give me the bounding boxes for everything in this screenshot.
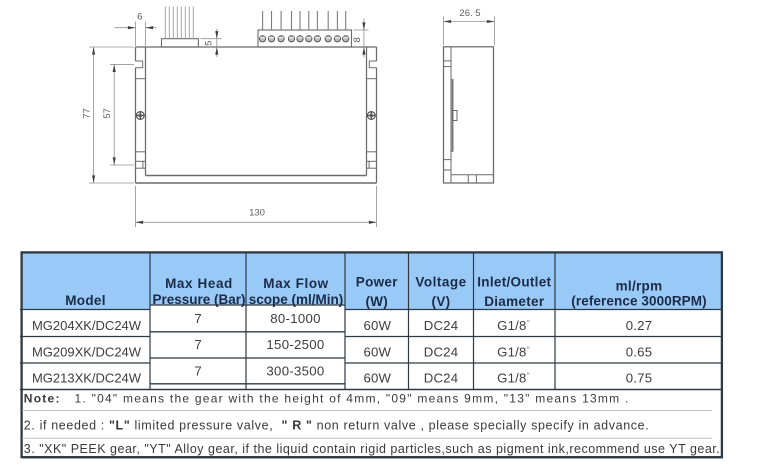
svg-text:26. 5: 26. 5 [459, 8, 480, 19]
svg-text:Max Head: Max Head [165, 276, 233, 291]
svg-text:MG204XK/DC24W: MG204XK/DC24W [32, 318, 142, 333]
svg-text:(reference 3000RPM): (reference 3000RPM) [571, 293, 706, 308]
svg-text:MG209XK/DC24W: MG209XK/DC24W [32, 344, 142, 359]
svg-text:7: 7 [194, 363, 201, 378]
svg-text:60W: 60W [363, 344, 391, 359]
svg-text:G1/8″: G1/8″ [497, 318, 530, 333]
svg-text:0.75: 0.75 [626, 371, 652, 386]
svg-text:Inlet/Outlet: Inlet/Outlet [477, 275, 551, 290]
svg-text:7: 7 [194, 311, 201, 326]
svg-text:Max Flow: Max Flow [263, 276, 329, 291]
svg-text:(W): (W) [365, 294, 388, 309]
svg-text:5: 5 [203, 41, 214, 46]
svg-text:MG213XK/DC24W: MG213XK/DC24W [32, 371, 142, 386]
svg-text:60W: 60W [363, 371, 391, 386]
svg-text:Diameter: Diameter [484, 294, 545, 309]
svg-text:130: 130 [249, 207, 265, 218]
svg-text:0.27: 0.27 [626, 318, 652, 333]
svg-text:0.65: 0.65 [626, 344, 652, 359]
svg-text:scope (ml/Min): scope (ml/Min) [249, 292, 344, 307]
svg-text:Pressure (Bar): Pressure (Bar) [152, 292, 245, 307]
svg-text:G1/8″: G1/8″ [497, 371, 530, 386]
svg-text:Model: Model [65, 293, 106, 308]
svg-text:60W: 60W [363, 318, 391, 333]
svg-text:80-1000: 80-1000 [270, 311, 321, 326]
svg-text:Power: Power [356, 275, 398, 290]
svg-text:77: 77 [81, 108, 92, 119]
svg-text:150-2500: 150-2500 [266, 337, 324, 352]
svg-text:Note: 1. "04" means the gear: Note: 1. "04" means the gear with the he… [24, 392, 630, 406]
svg-text:7: 7 [194, 337, 201, 352]
svg-text:6: 6 [137, 11, 142, 22]
svg-text:ml/rpm: ml/rpm [616, 278, 663, 293]
svg-text:8: 8 [352, 37, 363, 42]
svg-text:2. if needed : "L" limited pre: 2. if needed : "L" limited pressure valv… [24, 418, 650, 432]
svg-text:Voltage: Voltage [415, 275, 466, 290]
svg-text:300-3500: 300-3500 [266, 363, 324, 378]
svg-text:(V): (V) [432, 294, 451, 309]
svg-text:57: 57 [102, 108, 113, 119]
svg-text:3. "XK" PEEK gear, "YT" Alloy: 3. "XK" PEEK gear, "YT" Alloy gear, if t… [24, 442, 720, 456]
svg-text:DC24: DC24 [424, 318, 459, 333]
svg-text:DC24: DC24 [424, 371, 459, 386]
svg-text:DC24: DC24 [424, 344, 459, 359]
svg-text:G1/8″: G1/8″ [497, 344, 530, 359]
